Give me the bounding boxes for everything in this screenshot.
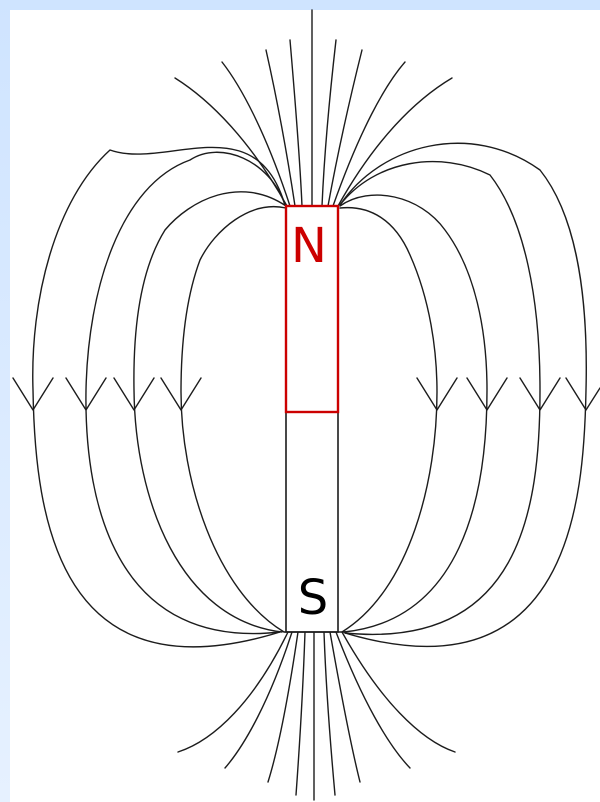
- field-loop-left-2: [86, 152, 285, 633]
- top-fan-line-1: [175, 78, 287, 206]
- bottom-fan-line-5: [324, 632, 335, 795]
- bottom-fan-line-2: [225, 632, 292, 768]
- top-fan-line-2: [222, 62, 290, 206]
- bottom-fan-line-7: [336, 632, 410, 768]
- top-fan-line-5: [322, 40, 336, 206]
- bottom-fan-line-3: [268, 632, 298, 782]
- arrow-right-4: [566, 378, 600, 410]
- bottom-fan-line-8: [342, 632, 455, 752]
- field-loop-right-3: [340, 195, 487, 632]
- south-pole-label: S: [298, 570, 328, 626]
- top-fan-line-3: [266, 50, 295, 206]
- top-fan-line-7: [333, 62, 405, 206]
- bottom-fan-line-4: [296, 632, 305, 795]
- field-loop-left-3: [134, 192, 286, 632]
- bottom-fan-line-1: [178, 632, 288, 752]
- north-pole-label: N: [291, 218, 327, 274]
- field-loop-right-2: [340, 162, 540, 635]
- top-fan-line-6: [328, 50, 362, 206]
- field-loop-right-4: [340, 208, 437, 632]
- field-loop-left-4: [181, 207, 286, 632]
- field-loop-left-1: [33, 147, 285, 646]
